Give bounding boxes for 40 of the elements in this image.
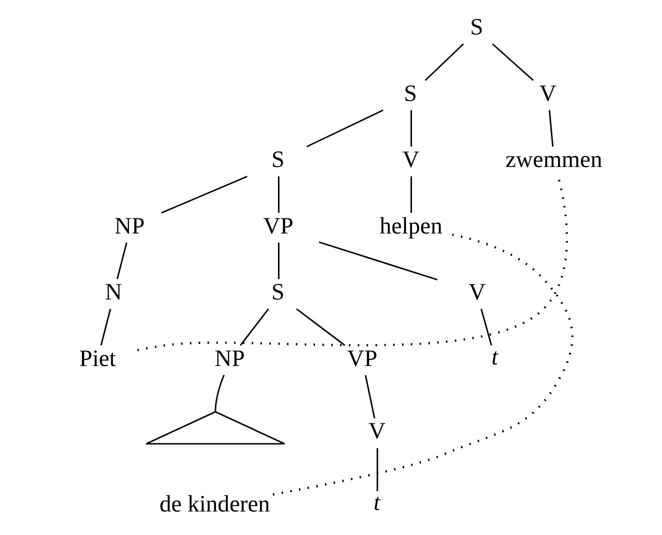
node-text: V	[368, 418, 386, 445]
connector	[272, 233, 574, 496]
connector	[480, 308, 492, 346]
node-text: S	[404, 80, 417, 107]
node-text: NP	[214, 346, 245, 372]
connector	[116, 242, 128, 280]
node-text: S	[271, 147, 284, 174]
node-text: NP	[114, 213, 145, 240]
node-text: S	[470, 14, 484, 41]
node-text: VP	[263, 213, 294, 240]
node-text: N	[105, 280, 122, 306]
node-text: helpen	[380, 213, 442, 240]
connector	[548, 110, 554, 147]
node-text: V	[402, 147, 420, 174]
connector	[100, 308, 112, 346]
connector	[214, 374, 225, 412]
connector	[306, 109, 384, 148]
connector	[296, 308, 346, 346]
node-text: V	[468, 280, 486, 306]
connector	[364, 375, 376, 418]
connector	[410, 176, 412, 213]
connector	[376, 448, 378, 492]
node-text: Piet	[79, 346, 116, 372]
node-text: VP	[347, 346, 378, 372]
connector	[424, 43, 464, 81]
node-text: zwemmen	[505, 147, 602, 174]
node-text: V	[539, 80, 556, 107]
connector	[240, 308, 269, 346]
connector	[161, 176, 248, 214]
connector	[492, 43, 534, 81]
connector	[278, 242, 280, 280]
node-text: t	[491, 344, 498, 370]
connector	[278, 176, 280, 213]
connector	[410, 110, 412, 147]
node-text: de kinderen	[159, 492, 270, 518]
node-text: t	[374, 490, 380, 516]
node-text: S	[271, 280, 284, 306]
connector	[318, 241, 438, 280]
connector	[137, 176, 568, 352]
node-triangle	[145, 410, 286, 445]
